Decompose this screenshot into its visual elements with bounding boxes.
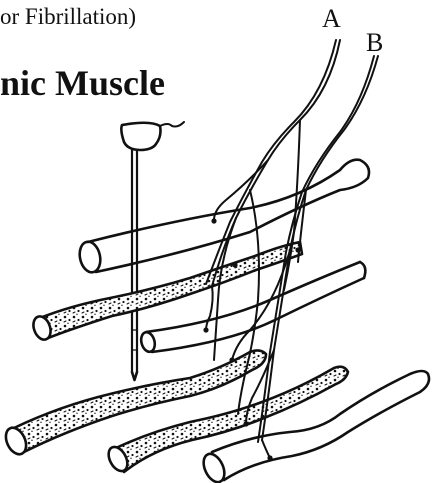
electrode-tip bbox=[132, 372, 137, 380]
fiber-end-cap bbox=[77, 240, 103, 274]
electrode-head bbox=[121, 123, 160, 150]
fiber-end-cap bbox=[139, 331, 157, 354]
electrode-wire bbox=[160, 122, 184, 127]
muscle-fiber-healthy-1 bbox=[77, 160, 369, 275]
fiber-end-cap bbox=[200, 451, 229, 483]
electrode bbox=[121, 122, 184, 380]
